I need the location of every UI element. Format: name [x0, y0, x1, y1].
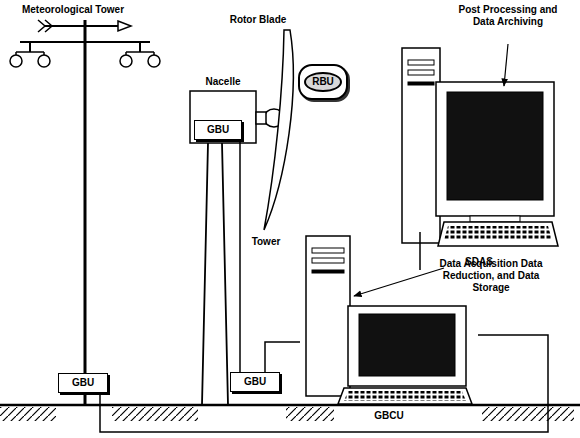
- meteorological-tower-part: [15, 52, 17, 55]
- meteorological-tower: [10, 20, 160, 405]
- ground-part: [0, 404, 580, 407]
- meteorological-tower-part: [139, 42, 141, 52]
- meteorological-tower-part: [38, 55, 50, 67]
- node-text: GBU: [207, 124, 229, 136]
- gbcu-computer-part: [312, 258, 344, 263]
- rotor-based-unit: RBU: [298, 64, 348, 100]
- ground-part: [0, 407, 56, 421]
- gbcu-computer-part: [338, 388, 472, 404]
- meteorological-tower-part: [10, 55, 22, 67]
- gbcu-computer-part: [312, 248, 344, 253]
- meteorological-tower-part: [29, 42, 31, 52]
- meteorological-tower-part: [43, 52, 45, 55]
- cable: [100, 335, 548, 432]
- annotation: Post Processing and Data Archiving: [448, 4, 568, 28]
- meteorological-tower-part: [118, 21, 131, 31]
- part-label: Tower: [246, 236, 286, 248]
- meteorological-tower-part: [125, 52, 127, 55]
- meteorological-tower-part: [20, 41, 150, 43]
- meteorological-tower-part: [153, 52, 155, 55]
- cable: [419, 232, 421, 270]
- sdas-computer-part: [470, 216, 520, 222]
- sdas-computer-part: [444, 226, 552, 240]
- gbcu-computer-part: [312, 270, 344, 273]
- gbcu-computer-part: [359, 314, 455, 376]
- tower-label: Meteorological Tower: [8, 4, 138, 16]
- node-text: Nacelle: [205, 76, 240, 88]
- wind-turbine-part: [190, 91, 256, 143]
- gbcu-computer-part: [348, 306, 466, 386]
- ground-part: [286, 407, 334, 421]
- sdas-computer-part: [408, 60, 434, 65]
- cable: [265, 342, 300, 372]
- node-text: GBCU: [374, 410, 403, 422]
- node-text: RBU: [304, 72, 342, 92]
- meteorological-tower-part: [16, 51, 44, 53]
- gbcu-computer-part: [344, 391, 466, 401]
- meteorological-tower-part: [84, 20, 87, 405]
- wind-turbine-part: [264, 30, 293, 230]
- meteorological-tower-part: [45, 25, 124, 27]
- sdas-computer-part: [408, 82, 434, 85]
- wind-turbine: [190, 30, 293, 405]
- wind-turbine-part: [202, 143, 228, 405]
- sdas-computer: [402, 48, 558, 246]
- meteorological-tower-part: [148, 55, 160, 67]
- part-label: Rotor Blade: [226, 14, 290, 26]
- sdas-computer-part: [436, 82, 554, 216]
- annotation: Data Acquisition Data Reduction, and Dat…: [430, 258, 552, 294]
- sdas-computer-part: [447, 92, 543, 200]
- meteorological-tower-part: [45, 20, 52, 32]
- node-text: GBU: [72, 377, 94, 389]
- meteorological-tower-part: [38, 20, 45, 32]
- sdas-computer-part: [438, 222, 558, 246]
- ground-based-unit: GBU: [230, 372, 280, 392]
- ground-based-unit: GBU: [194, 120, 242, 140]
- sdas-computer-part: [402, 48, 440, 243]
- meteorological-tower-part: [126, 51, 154, 53]
- sdas-computer-part: [408, 70, 434, 75]
- cable: [239, 140, 241, 372]
- ground: [0, 405, 580, 421]
- node-text: GBU: [244, 376, 266, 388]
- leader-line-part: [504, 44, 508, 86]
- computer: SDAS: [398, 44, 560, 270]
- ground-based-unit: GBU: [58, 373, 108, 393]
- meteorological-tower-part: [120, 55, 132, 67]
- wind-turbine-part: [256, 112, 266, 124]
- leader-line-part: [354, 268, 444, 296]
- ground-part: [112, 407, 198, 421]
- nacelle: NacelleGBU: [186, 76, 260, 144]
- gbcu-computer-part: [306, 236, 350, 396]
- ground-part: [482, 407, 574, 421]
